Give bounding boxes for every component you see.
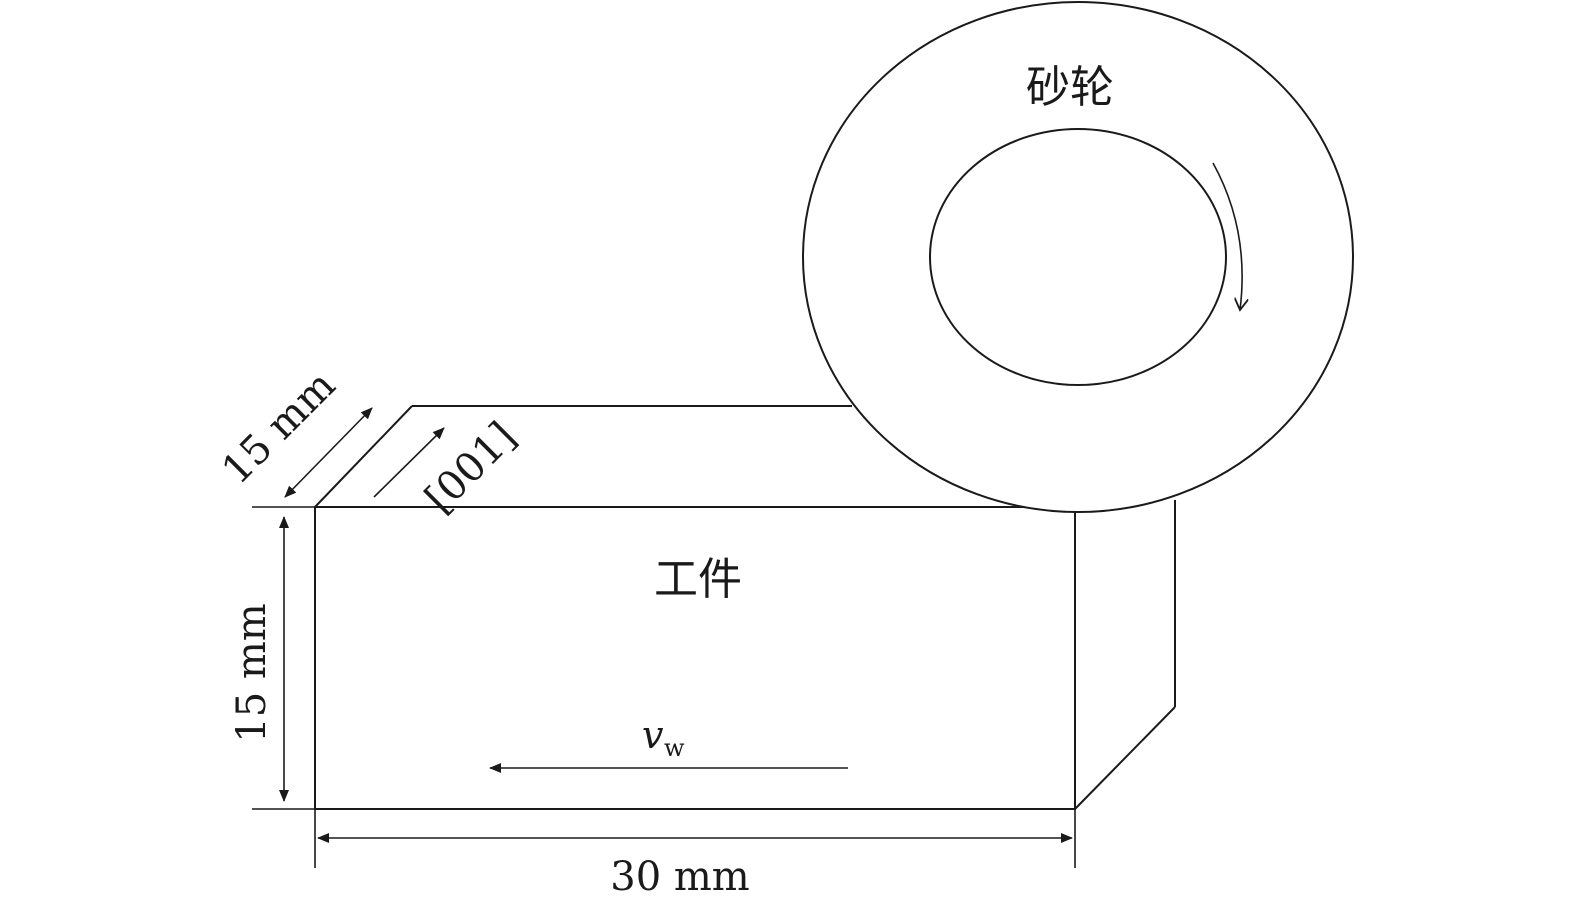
length-dimension-label: 30 mm [610, 854, 749, 900]
depth-dimension-arrow [284, 407, 373, 498]
crystal-direction-label: [001] [417, 414, 526, 523]
workpiece-top-left-edge [314, 405, 413, 508]
workpiece-front-face [314, 506, 1076, 810]
wheel-inner-circle [929, 128, 1227, 386]
workpiece-block [252, 405, 1176, 868]
depth-dimension-label: 15 mm [213, 362, 344, 493]
wheel-label: 砂轮 [1026, 62, 1114, 113]
crystal-direction-arrow [373, 427, 445, 498]
workpiece-label: 工件 [654, 554, 742, 605]
feed-speed-subscript: w [664, 734, 685, 762]
grinding-wheel [802, 1, 1354, 513]
wheel-outer-circle [802, 1, 1354, 513]
height-dimension-label: 15 mm [229, 603, 275, 742]
rotation-arrow-icon [1212, 162, 1242, 310]
workpiece-right-bottom-edge [1074, 706, 1176, 810]
feed-speed-symbol: v [642, 713, 664, 757]
